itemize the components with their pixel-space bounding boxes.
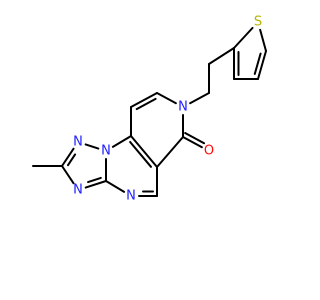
bond-17-18 <box>208 47 235 65</box>
bond-19-20 <box>259 28 267 52</box>
bond-13-16 <box>189 92 210 105</box>
atom-label-background <box>176 100 190 114</box>
bonds-layer <box>32 26 267 197</box>
bond-line-inner <box>66 153 77 167</box>
bond-line <box>61 147 75 167</box>
atom-label-background <box>202 144 216 158</box>
structure-diagram: N N N N N O S <box>0 0 300 300</box>
atom-n-13: N <box>176 100 190 115</box>
atom-n-7: N <box>124 189 138 204</box>
bond-5-7 <box>105 180 126 193</box>
bond-line <box>61 165 75 185</box>
bond-22-18 <box>233 47 240 80</box>
atom-label: O <box>204 144 214 159</box>
atoms-layer: N N N N N O S <box>71 15 265 204</box>
atom-n-6: N <box>71 183 85 198</box>
atom-label: N <box>178 100 188 115</box>
bond-line <box>105 180 126 193</box>
atom-label: N <box>126 189 136 204</box>
atom-n-3: N <box>71 135 85 150</box>
bond-line <box>259 28 267 52</box>
bond-20-21 <box>253 50 267 80</box>
atom-label: S <box>254 15 262 30</box>
bond-5-6 <box>84 176 107 189</box>
atom-s-19: S <box>251 15 265 30</box>
bond-line <box>156 136 184 168</box>
bond-line <box>189 92 210 105</box>
bond-14-15 <box>182 132 206 149</box>
bond-line-inner <box>129 140 152 168</box>
bond-14-9 <box>156 136 184 168</box>
bond-line-parallel <box>184 132 206 145</box>
bond-line <box>84 180 107 189</box>
atom-label: N <box>101 144 111 159</box>
bond-4-8 <box>111 135 132 148</box>
bond-line-inner <box>87 176 102 184</box>
bond-7-10 <box>138 190 158 197</box>
bond-18-19 <box>233 26 254 49</box>
diagram-background <box>0 0 300 300</box>
atom-label-background <box>251 15 265 29</box>
bond-6-2 <box>61 165 75 185</box>
bond-11-12 <box>130 92 158 111</box>
bond-line <box>182 136 203 149</box>
atom-label-background <box>124 189 138 203</box>
atom-label-background <box>99 144 113 158</box>
bond-line <box>233 26 254 49</box>
bond-line <box>208 47 235 65</box>
atom-label: N <box>73 183 83 198</box>
bond-line <box>130 135 158 168</box>
atom-n-4: N <box>99 144 113 159</box>
atom-label: N <box>73 135 83 150</box>
atom-label-background <box>71 135 85 149</box>
bond-9-8 <box>129 135 158 168</box>
molecule-svg: N N N N N O S <box>0 0 300 300</box>
bond-line <box>257 50 267 80</box>
bond-line <box>156 92 177 105</box>
atom-label-background <box>71 183 85 197</box>
atom-o-15: O <box>202 144 216 159</box>
bond-line <box>111 135 132 148</box>
bond-line-inner <box>135 97 157 111</box>
bond-line <box>130 92 158 108</box>
bond-line <box>84 143 100 150</box>
bond-3-4 <box>84 143 100 150</box>
bond-12-13 <box>156 92 177 105</box>
bond-2-3 <box>61 147 77 167</box>
bond-line-inner <box>253 52 262 75</box>
